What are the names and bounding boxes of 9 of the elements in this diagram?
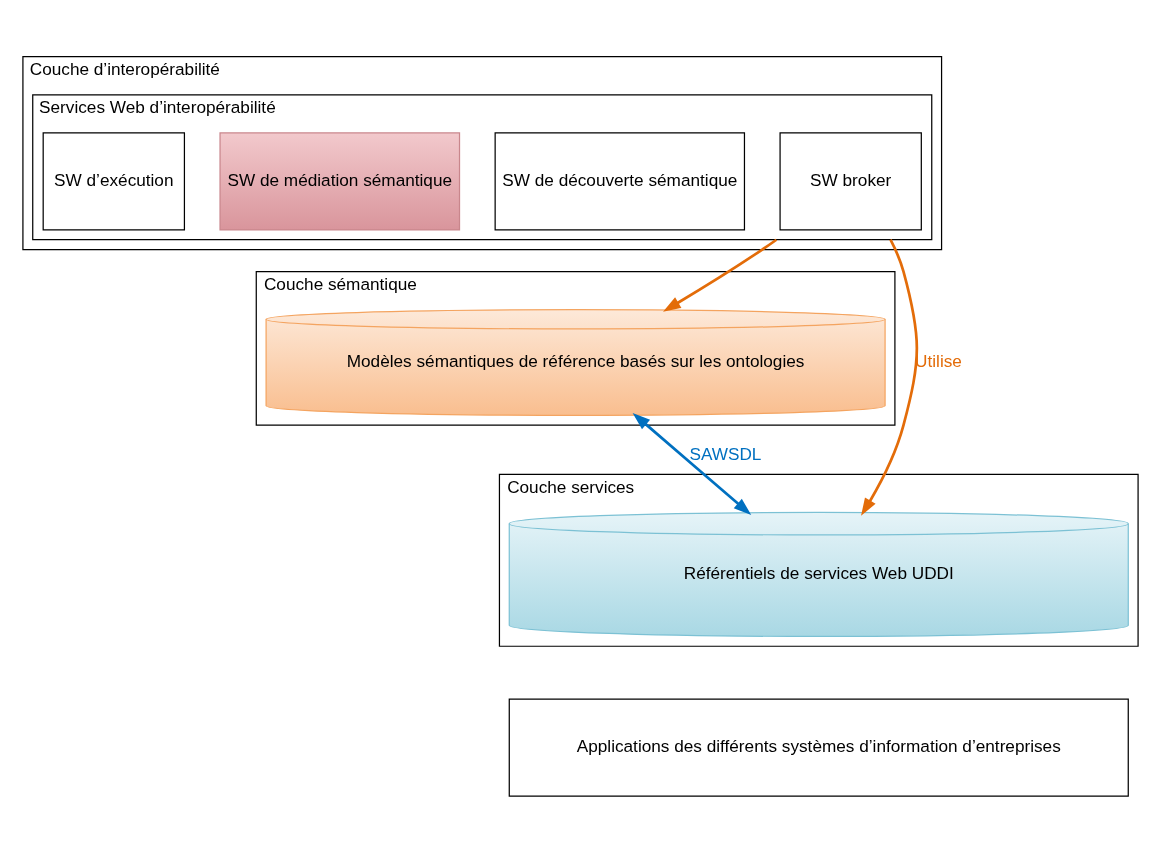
arrow (663, 238, 778, 312)
arrow (632, 412, 752, 515)
node-box: SW broker (779, 132, 922, 231)
node-box: SW d’exécution (42, 132, 186, 231)
node-box: SW de médiation sémantique (219, 132, 461, 231)
node-box: Applications des différents systèmes d’information d’entreprises (508, 698, 1129, 797)
node-box: SW de découverte sémantique (494, 132, 746, 231)
edge-label: SAWSDL (689, 443, 762, 464)
arrow (861, 239, 919, 516)
